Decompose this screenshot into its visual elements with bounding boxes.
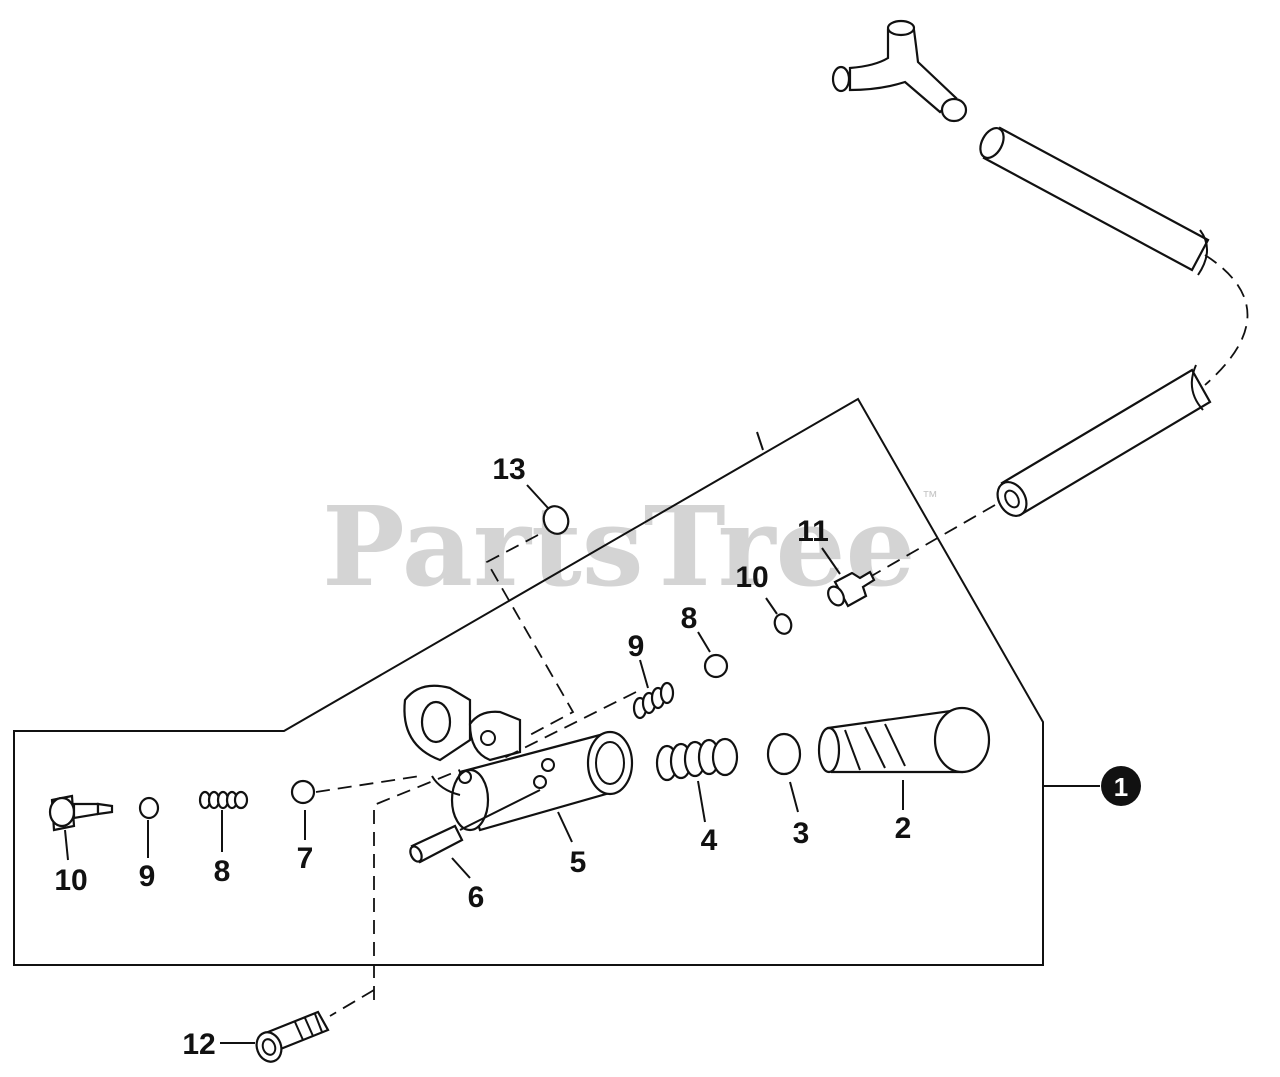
part-8-ball-upper: [703, 653, 729, 679]
part-6-pin: [409, 824, 464, 864]
part-10-oring-upper: [773, 613, 793, 635]
callout-13[interactable]: 13: [492, 453, 525, 486]
part-9-oring-lower: [138, 796, 160, 820]
leader-13: [526, 484, 549, 509]
leader-3: [789, 781, 799, 813]
part-2-filter-cap: [817, 706, 991, 774]
part-8-spring-lower: [198, 790, 249, 810]
callout-9-upper[interactable]: 9: [628, 630, 645, 663]
part-13-oring: [542, 505, 570, 535]
leader-5: [557, 811, 573, 843]
callout-9-lower[interactable]: 9: [139, 860, 156, 893]
callout-7[interactable]: 7: [297, 842, 314, 875]
callout-4[interactable]: 4: [701, 824, 718, 857]
assembly-badge[interactable]: 1: [1101, 766, 1141, 806]
bolt-path-dash: [329, 989, 375, 1017]
callout-6[interactable]: 6: [468, 881, 485, 914]
leader-8a: [697, 631, 711, 653]
assembly-path-13: [485, 534, 575, 737]
part-12-bolt: [255, 1010, 330, 1063]
part-10-fitting-lower: [48, 794, 114, 832]
part-9-spring-upper: [632, 681, 675, 720]
leader-10b: [64, 829, 69, 861]
callout-12[interactable]: 12: [182, 1028, 215, 1061]
hose-lower: [996, 364, 1212, 517]
callout-8-upper[interactable]: 8: [681, 602, 698, 635]
boundary-tick: [756, 431, 764, 451]
assembly-boundary: [13, 397, 1044, 966]
callout-8-lower[interactable]: 8: [214, 855, 231, 888]
leader-9a: [639, 659, 649, 689]
leader-4: [697, 780, 706, 823]
part-4-spring: [655, 737, 739, 782]
assembly-path-7: [315, 775, 421, 793]
hose-break-dash: [1204, 254, 1249, 386]
assembly-badge-label: 1: [1114, 772, 1128, 802]
callout-2[interactable]: 2: [895, 812, 912, 845]
callout-3[interactable]: 3: [793, 817, 810, 850]
part-5-valve-body: [403, 684, 634, 832]
y-fitting: [831, 19, 968, 123]
part-3-oring: [766, 732, 802, 776]
callout-5[interactable]: 5: [570, 846, 587, 879]
pin-leader-dash: [459, 789, 541, 831]
part-11-fitting: [827, 570, 876, 608]
callout-10-upper[interactable]: 10: [735, 561, 768, 594]
assembly-path-9: [499, 691, 637, 761]
hose-to-fitting-dash: [867, 504, 996, 579]
leader-6: [451, 857, 471, 879]
callout-11[interactable]: 11: [797, 515, 829, 548]
watermark-trademark: ™: [922, 489, 938, 506]
part-7-ball: [290, 779, 316, 805]
callout-10-lower[interactable]: 10: [54, 864, 87, 897]
leader-10a: [765, 597, 778, 615]
watermark-text: PartsTree: [322, 482, 916, 611]
hose-upper: [979, 126, 1210, 276]
leader-11: [821, 547, 841, 575]
